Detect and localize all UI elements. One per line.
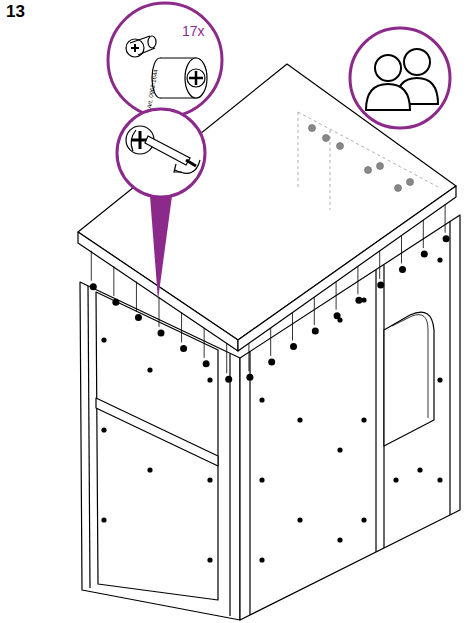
- dowel-line: [270, 328, 271, 356]
- dowel-line: [91, 251, 92, 281]
- dowel-line: [292, 313, 293, 341]
- hole: [377, 281, 384, 288]
- hole: [361, 517, 366, 522]
- step-number: 13: [6, 3, 25, 20]
- hole: [297, 517, 302, 522]
- dowel-line: [136, 282, 137, 312]
- hole: [443, 235, 450, 242]
- hole: [337, 537, 342, 542]
- hole: [355, 297, 362, 304]
- hole: [135, 314, 142, 321]
- hole: [90, 283, 97, 290]
- hole: [207, 377, 212, 382]
- hole: [417, 467, 422, 472]
- hole: [259, 557, 264, 562]
- dowel-line: [181, 312, 182, 342]
- dowel-line: [226, 343, 227, 373]
- hole: [158, 330, 165, 337]
- dowel-line: [159, 297, 160, 327]
- hole: [312, 328, 319, 335]
- hole: [437, 377, 442, 382]
- hole: [101, 337, 106, 342]
- hole: [437, 257, 442, 262]
- hole: [225, 376, 232, 383]
- hole: [290, 343, 297, 350]
- dowel-line: [336, 282, 337, 310]
- dowel-line: [445, 205, 446, 233]
- hole: [180, 345, 187, 352]
- hole: [361, 297, 366, 302]
- dowel-line: [379, 251, 380, 279]
- hole: [207, 557, 212, 562]
- quantity-label: 17x: [182, 24, 205, 38]
- hole: [297, 417, 302, 422]
- dowel-line: [314, 297, 315, 325]
- hole: [361, 417, 366, 422]
- hole: [337, 317, 342, 322]
- hole: [437, 477, 442, 482]
- dowel-line: [248, 343, 249, 371]
- hole: [259, 397, 264, 402]
- hole: [421, 251, 428, 258]
- hole: [112, 299, 119, 306]
- dowel-line: [401, 236, 402, 264]
- hole: [268, 358, 275, 365]
- hole: [393, 477, 398, 482]
- dowel-line: [113, 266, 114, 296]
- hole: [246, 374, 253, 381]
- hole: [207, 477, 212, 482]
- hole: [399, 266, 406, 273]
- hole: [147, 467, 152, 472]
- dowel-line: [423, 220, 424, 248]
- hole: [337, 447, 342, 452]
- hole: [101, 427, 106, 432]
- hole: [259, 477, 264, 482]
- dowel-line: [357, 266, 358, 294]
- hole: [147, 367, 152, 372]
- hole: [203, 360, 210, 367]
- hole: [101, 517, 106, 522]
- dowel-line: [204, 328, 205, 358]
